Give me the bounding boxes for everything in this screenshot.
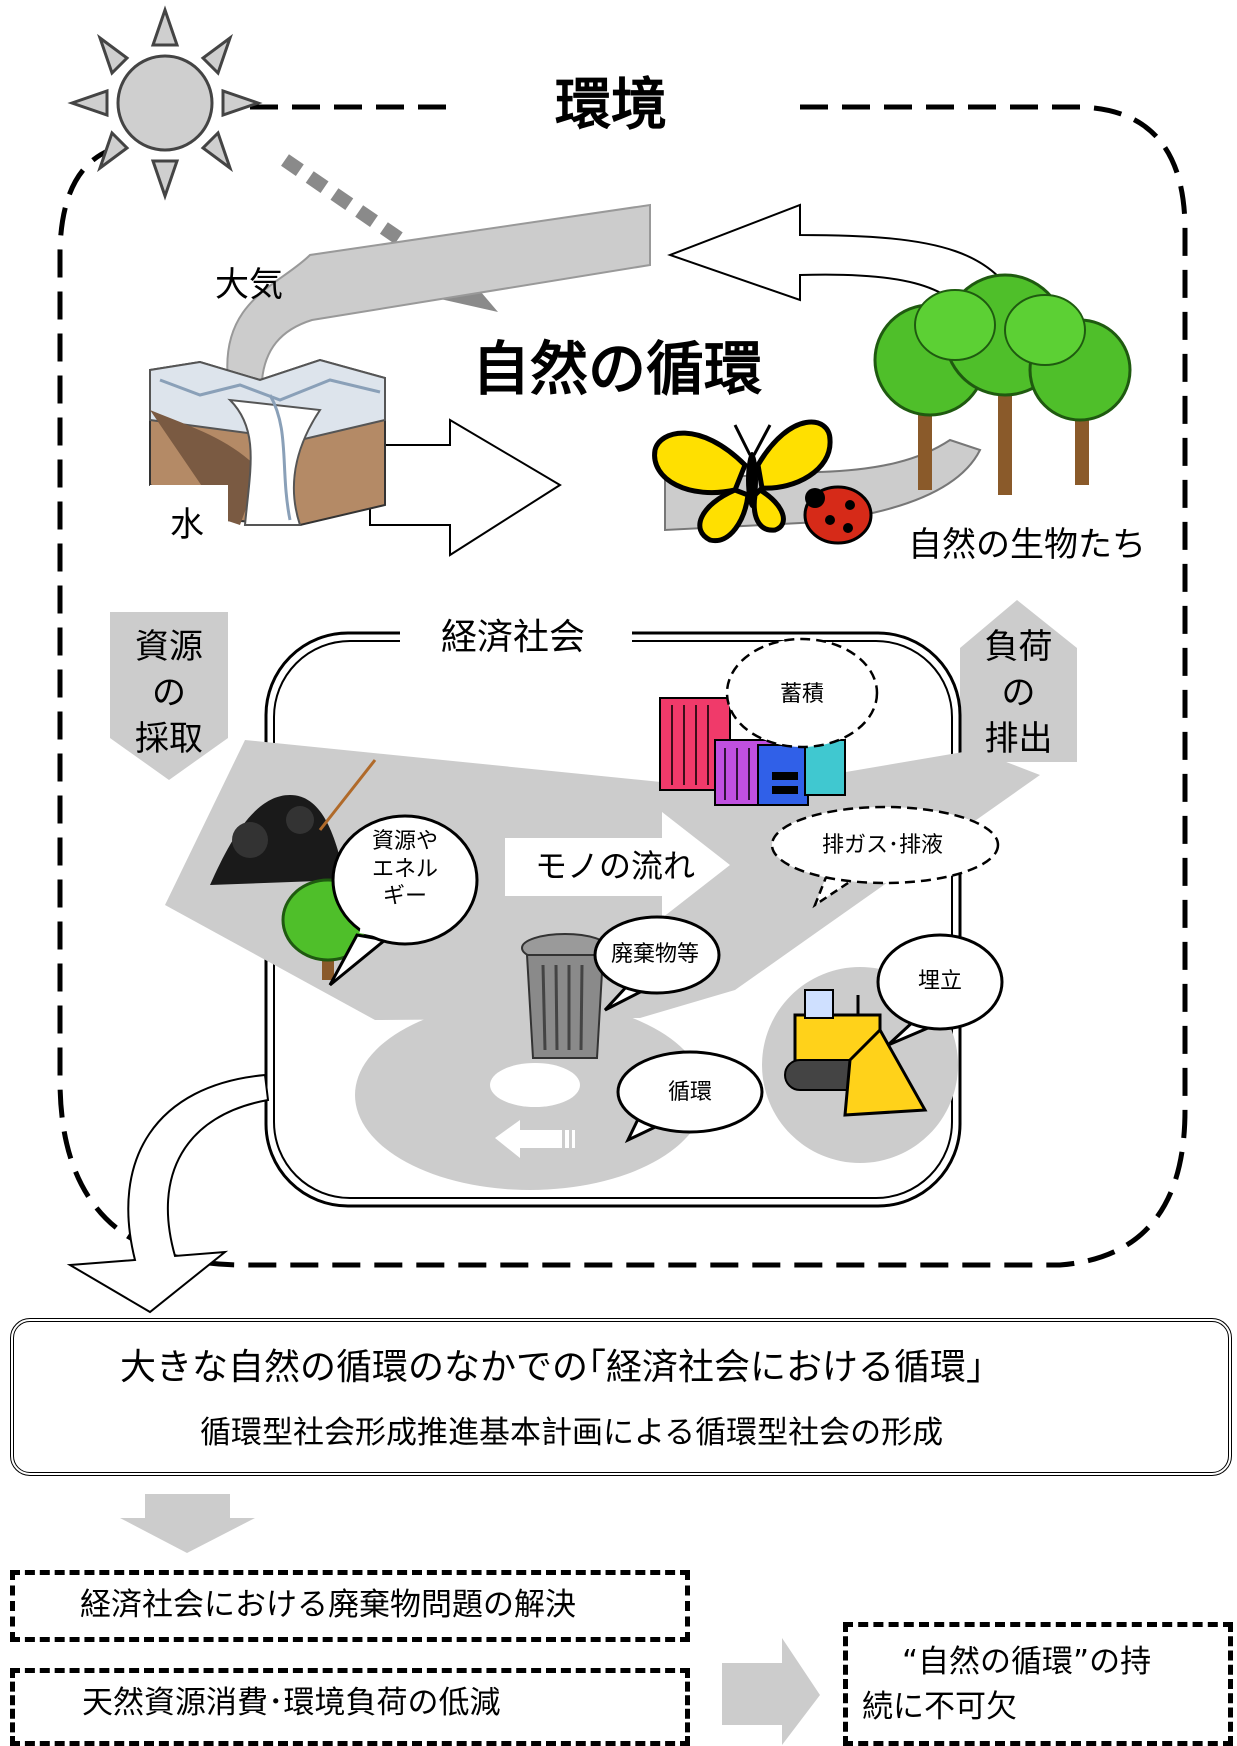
mountain-water-illustration [149,358,386,527]
bubble-waste [593,915,721,1012]
bubble-landfill [876,933,1004,1047]
summary-line2: 循環型社会形成推進基本計画による循環型社会の形成 [200,1415,944,1451]
bubble-resources [328,814,479,987]
emission-arrow [960,600,1077,762]
extraction-label: 資源 の 採取 [135,627,203,759]
butterfly-icon [652,419,833,544]
outcome-box-2 [10,1668,690,1746]
outflow-arrow [66,1073,270,1314]
water-flow-arrow [369,418,562,557]
exhaust-bubble-text: 排ガス･排液 [822,833,944,858]
cycle-bubble-text: 循環 [668,1080,713,1105]
material-flow-label: モノの流れ [535,847,696,885]
extraction-arrow [110,612,228,780]
sun-icon [67,5,263,201]
outcome-item-2: 天然資源消費･環境負荷の低減 [82,1685,501,1721]
creatures-label: 自然の生物たち [908,525,1146,565]
emission-label: 負荷 の 排出 [984,627,1053,759]
result-box [843,1622,1233,1746]
summary-box [10,1318,1232,1476]
return-arrow-icon [495,1120,575,1158]
coal-heap-icon [210,759,377,885]
bubble-accumulation [725,637,879,749]
bulldozer-icon [784,989,928,1117]
bubble-cycle [616,1050,764,1144]
forest-icon [873,273,1132,495]
economy-title: 経済社会 [441,617,586,658]
ladybug-icon [803,485,873,545]
summary-line1: 大きな自然の循環のなかでの｢経済社会における循環｣ [120,1347,985,1388]
buildings-icon [659,697,846,806]
right-arrow [722,1638,820,1745]
down-arrow [120,1494,255,1553]
outcome-item-1: 経済社会における廃棄物問題の解決 [80,1587,576,1623]
atmosphere-flow-arrow [226,203,651,381]
material-flow-arrow [505,812,730,918]
water-label: 水 [170,505,204,545]
environment-title: 環境 [555,73,667,138]
bubble-exhaust [770,805,1000,909]
resources-bubble-text: 資源や エネル ギー [371,829,438,909]
outcome-box-1 [10,1570,690,1642]
waste-bubble-text: 廃棄物等 [611,942,700,967]
nature-cycle-title: 自然の循環 [472,335,763,403]
result-text: “自然の循環”の持 続に不可欠 [862,1644,1152,1725]
trash-can-icon [521,933,609,1059]
atmosphere-label: 大気 [215,265,283,305]
environment-boundary [57,104,1188,1268]
accumulation-bubble-text: 蓄積 [780,682,825,707]
landfill-bubble-text: 埋立 [918,969,963,994]
